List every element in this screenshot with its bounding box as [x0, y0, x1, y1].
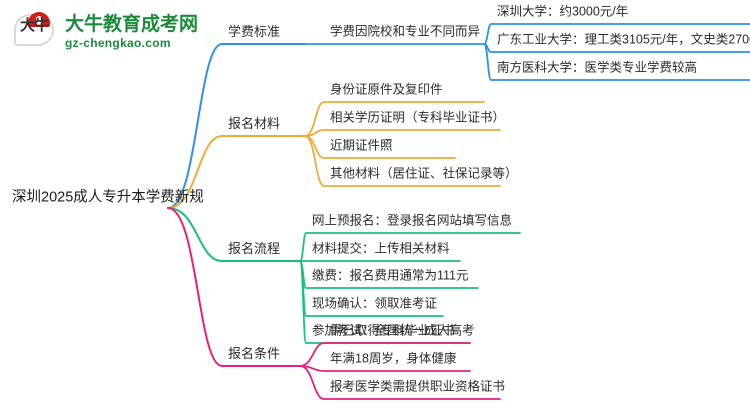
mindmap-node-b3-c4[interactable]: 现场确认：领取准考证: [312, 296, 438, 311]
mindmap-node-b1-c1-g2[interactable]: 广东工业大学：理工类3105元/年，文史类2700元/年: [497, 32, 750, 47]
mindmap-root-node: 深圳2025成人专升本学费新规: [12, 189, 204, 206]
mindmap-node-b2-c3[interactable]: 近期证件照: [330, 138, 393, 153]
mindmap-node-b2-c1[interactable]: 身份证原件及复印件: [330, 82, 443, 97]
logo-mark-text: 大牛: [19, 17, 49, 34]
logo-bull-icon: 大牛: [14, 12, 58, 52]
mindmap-node-b3-c2[interactable]: 材料提交：上传相关材料: [312, 241, 450, 256]
logo-subtitle: gz-chengkao.com: [65, 36, 171, 50]
mindmap-branch-4-label[interactable]: 报名条件: [228, 346, 281, 361]
mindmap-node-b1-c1-g1[interactable]: 深圳大学：约3000元/年: [497, 4, 629, 19]
mindmap-branch-3-label[interactable]: 报名流程: [228, 241, 281, 256]
mindmap-node-b3-c5[interactable]: 参加考试：全国统一成人高考: [312, 323, 475, 338]
mindmap-node-b2-c4[interactable]: 其他材料（居住证、社保记录等）: [330, 166, 518, 181]
mindmap-node-b3-c3[interactable]: 缴费：报名费用通常为111元: [312, 268, 469, 283]
mindmap-node-b1-c1-g3[interactable]: 南方医科大学：医学类专业学费较高: [497, 60, 698, 75]
mindmap-node-b4-c3[interactable]: 报考医学类需提供职业资格证书: [330, 379, 506, 394]
mindmap-node-b4-c2[interactable]: 年满18周岁，身体健康: [330, 351, 457, 366]
mindmap-node-b3-c1[interactable]: 网上预报名：登录报名网站填写信息: [312, 213, 513, 228]
site-logo: 大牛 大牛教育成考网 gz-chengkao.com: [14, 12, 198, 52]
mindmap-node-b2-c2[interactable]: 相关学历证明（专科毕业证书）: [330, 110, 506, 125]
mindmap-node-b4-c1[interactable]: 需已取得专科毕业证书: [330, 323, 456, 338]
mindmap-node-b1-c1[interactable]: 学费因院校和专业不同而异: [330, 24, 481, 39]
mindmap-branch-2-label[interactable]: 报名材料: [228, 116, 281, 131]
logo-title: 大牛教育成考网: [65, 14, 199, 35]
mindmap-branch-1-label[interactable]: 学费标准: [228, 24, 281, 39]
